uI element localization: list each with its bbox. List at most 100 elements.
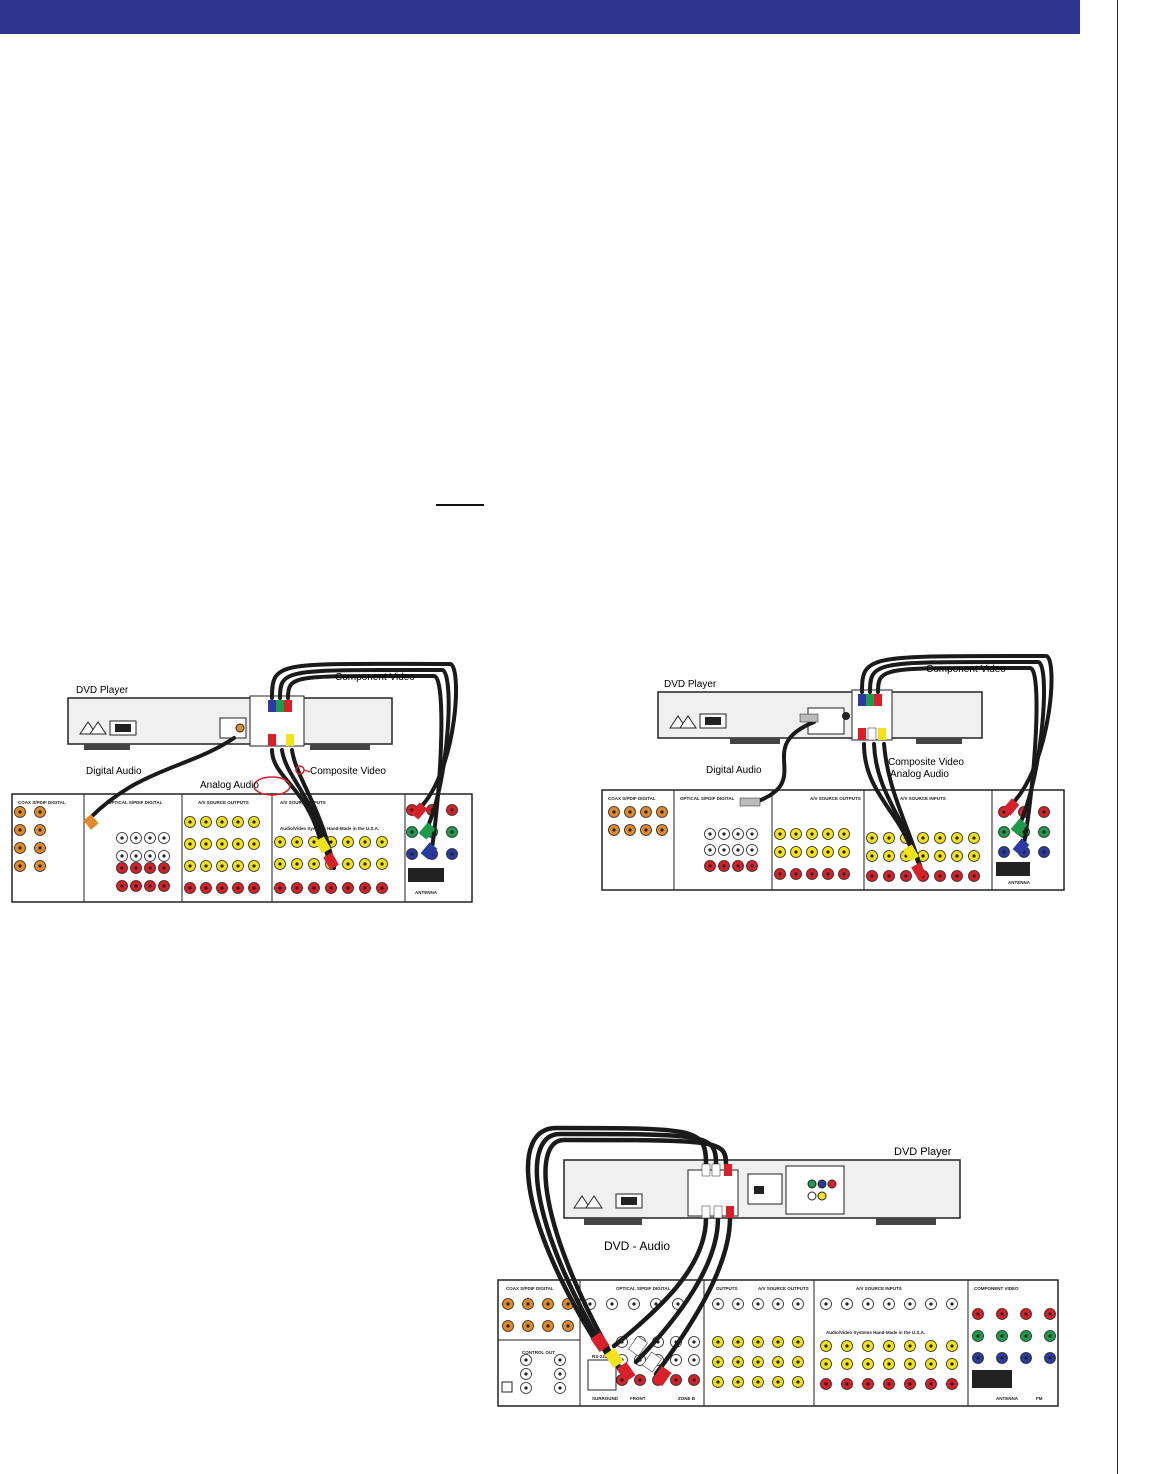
jack-grid [774,868,850,880]
jack-pin [380,862,384,866]
jack-pin [162,866,166,870]
jack-pin [346,862,350,866]
jack-grid [14,806,46,872]
jack-pin [736,1302,740,1306]
composite-video-label: Composite Video [888,757,964,768]
jack-grid [712,1298,804,1310]
jack-pin [660,828,664,832]
jack-grid [116,832,170,862]
jack-pin [134,854,138,858]
diagram-component-digital-audio: COAX S/PDIF DIGITAL OPTICAL S/PDIF DIGIT… [10,658,480,908]
jack-pin [450,830,454,834]
jack-pin [524,1386,528,1390]
jack-pin [887,874,891,878]
jack-pin [162,884,166,888]
jack-pin [506,1302,510,1306]
jack-pin [929,1362,933,1366]
jack-pin [410,852,414,856]
jack-pin [708,864,712,868]
jack-pin [506,1324,510,1328]
jack-grid [502,1298,574,1332]
jack-pin [120,836,124,840]
jack-pin [204,886,208,890]
text-underline [436,504,484,506]
made-in-label: Audio/Video Systems Hand-Made in the U.S… [280,826,379,831]
jack-pin [188,842,192,846]
jack-pin [796,1380,800,1384]
av-source-outputs-label: A/V SOURCE OUTPUTS [758,1286,809,1291]
jack-grid [274,882,388,894]
jack-pin [162,836,166,840]
jack-pin [750,864,754,868]
jack-pin [692,1378,696,1382]
coax-spdif-label: COAX S/PDIF DIGITAL [18,800,66,805]
component-video-panel-label: COMPONENT VIDEO [974,1286,1019,1291]
jack-pin [38,810,42,814]
jack-pin [810,872,814,876]
jack-pin [236,820,240,824]
surround-label: SURROUND [592,1396,619,1401]
jack-pin [363,862,367,866]
antenna-label: ANTENNA [1008,880,1031,885]
jack-grid [704,828,758,856]
jack-pin [220,842,224,846]
jack-pin [1002,810,1006,814]
jack-pin [866,1362,870,1366]
jack-pin [410,830,414,834]
jack-pin [796,1340,800,1344]
jack-pin [756,1360,760,1364]
jack-pin [674,1378,678,1382]
jack-pin [558,1372,562,1376]
jack-pin [950,1344,954,1348]
jack-pin [929,1344,933,1348]
jack-pin [972,836,976,840]
jack-grid [184,882,260,894]
jack-pin [887,1362,891,1366]
connector-plugs [739,694,1030,880]
jack-pin [824,1382,828,1386]
jack-pin [644,828,648,832]
jack-pin [654,1302,658,1306]
jack-pin [929,1382,933,1386]
jack-pin [908,1362,912,1366]
jack-grid [116,862,170,892]
outputs-label: OUTPUTS [716,1286,738,1291]
analog-audio-label: Analog Audio [890,769,949,780]
jack-pin [845,1382,849,1386]
jack-pin [1000,1334,1004,1338]
jack-pin [148,884,152,888]
jack-pin [778,850,782,854]
jack-pin [722,832,726,836]
jack-pin [824,1362,828,1366]
jack-pin [826,872,830,876]
jack-pin [887,836,891,840]
jack-pin [866,1344,870,1348]
jack-pin [921,836,925,840]
jack-pin [756,1340,760,1344]
dvd-player-label: DVD Player [664,679,717,690]
coax-spdif-label: COAX S/PDIF DIGITAL [608,796,656,801]
jack-pin [1024,1312,1028,1316]
jack-pin [1042,850,1046,854]
jack-pin [870,854,874,858]
jack-pin [450,808,454,812]
jack-pin [236,842,240,846]
jack-pin [220,864,224,868]
jack-pin [566,1302,570,1306]
jack-pin [955,854,959,858]
dvd-player-label: DVD Player [76,685,129,696]
jack-pin [628,810,632,814]
jack-pin [188,820,192,824]
jack-pin [204,842,208,846]
jack-pin [660,810,664,814]
jack-pin [887,1302,891,1306]
jack-pin [1048,1356,1052,1360]
jack-pin [524,1372,528,1376]
jack-pin [950,1382,954,1386]
receiver-rear-panel: COAX S/PDIF DIGITAL OPTICAL S/PDIF DIGIT… [497,1279,1059,1407]
jack-pin [38,864,42,868]
coax-spdif-label: COAX S/PDIF DIGITAL [506,1286,554,1291]
jack-pin [826,832,830,836]
jack-pin [887,854,891,858]
jack-pin [526,1324,530,1328]
